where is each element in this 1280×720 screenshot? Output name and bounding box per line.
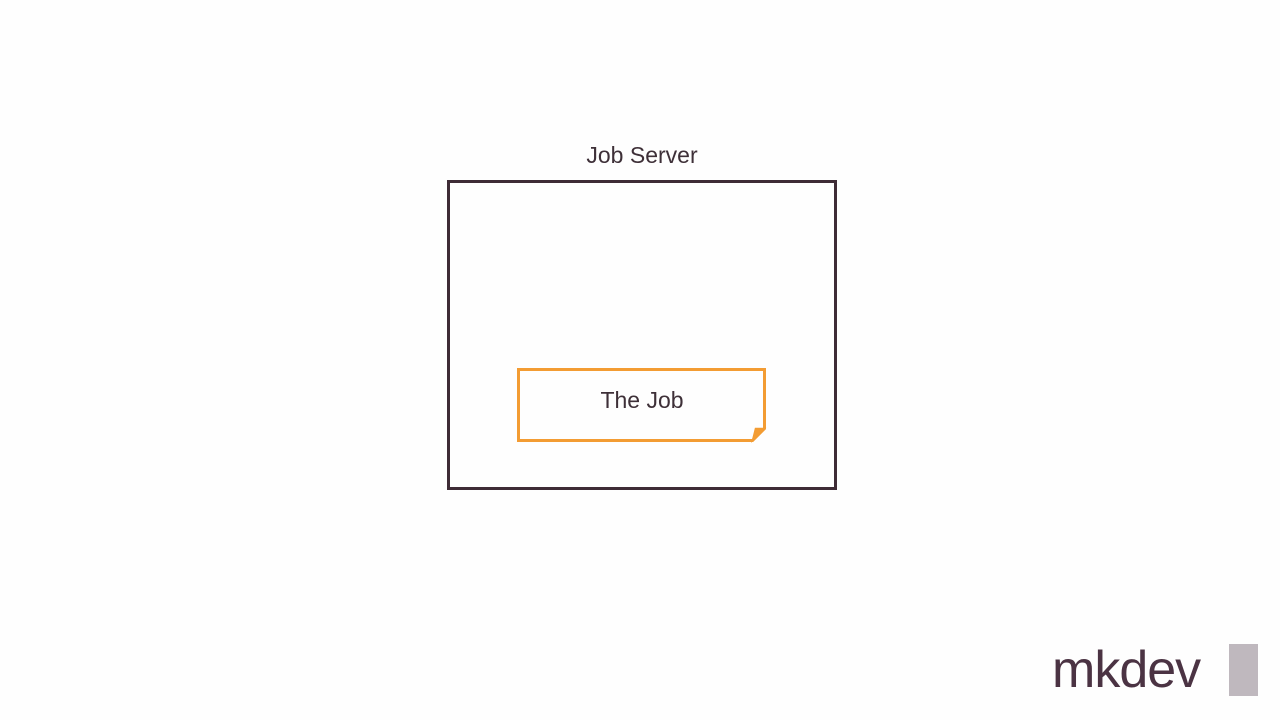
logo-text: mkdev <box>1052 641 1201 699</box>
logo-block-icon <box>1229 644 1258 696</box>
job-card-outline <box>517 368 767 443</box>
folded-corner-icon <box>751 427 767 443</box>
job-card: The Job <box>517 368 767 444</box>
job-server-title: Job Server <box>586 142 698 168</box>
job-label: The Job <box>600 387 684 413</box>
mkdev-logo: mkdev <box>1052 640 1262 700</box>
job-server-box <box>447 180 837 490</box>
